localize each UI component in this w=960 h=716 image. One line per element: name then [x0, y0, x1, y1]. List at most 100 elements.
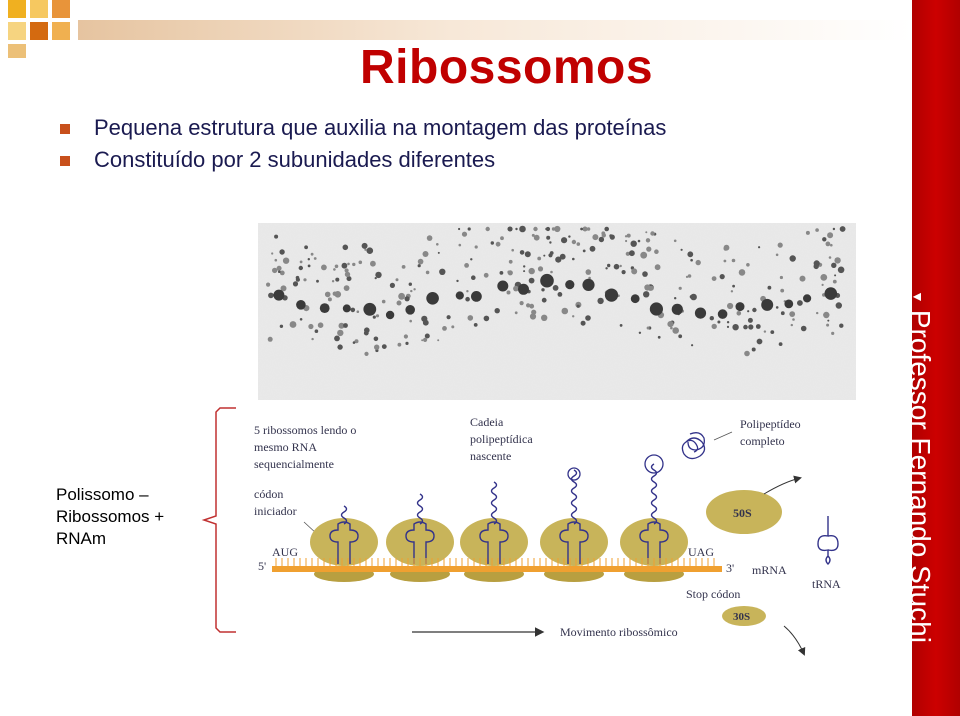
micrograph-ribosome: [497, 280, 509, 292]
micrograph-particle: [466, 290, 469, 293]
micrograph-particle: [555, 256, 562, 263]
micrograph-particle: [625, 251, 630, 256]
figure-bracket: [201, 407, 236, 633]
micrograph-particle: [295, 275, 300, 280]
micrograph-particle: [366, 247, 374, 254]
micrograph-particle: [619, 324, 623, 327]
slide-title: Ribossomos: [360, 41, 654, 94]
micrograph-particle: [311, 337, 314, 341]
micrograph-particle: [361, 242, 368, 249]
micrograph-particle: [333, 268, 336, 271]
micrograph-particle: [519, 225, 526, 233]
micrograph-ribosome: [273, 289, 285, 301]
micrograph-particle: [605, 267, 608, 270]
micrograph-particle: [358, 260, 363, 265]
micrograph-particle: [375, 314, 380, 318]
micrograph-particle: [375, 271, 382, 279]
micrograph-particle: [631, 268, 638, 275]
micrograph-particle: [585, 315, 591, 321]
micrograph-particle: [519, 301, 524, 306]
micrograph-particle: [561, 237, 568, 244]
micrograph-particle: [672, 327, 679, 334]
micrograph-particle: [582, 226, 588, 232]
micrograph-particle: [687, 274, 692, 278]
micrograph-particle: [389, 282, 395, 288]
micrograph-particle: [831, 262, 837, 268]
micrograph-ribosome: [649, 302, 663, 316]
micrograph-ribosome: [342, 304, 351, 313]
micrograph-particle: [425, 270, 430, 275]
micrograph-particle: [834, 257, 841, 264]
micrograph-particle: [546, 235, 551, 240]
micrograph-particle: [711, 276, 717, 281]
micrograph-particle: [507, 270, 511, 274]
micrograph-particle: [601, 231, 606, 236]
micrograph-particle: [499, 271, 504, 275]
micrograph-particle: [398, 292, 405, 300]
micrograph-particle: [826, 323, 830, 327]
micrograph-particle: [471, 275, 476, 280]
micrograph-particle: [820, 274, 828, 281]
micrograph-particle: [549, 251, 554, 255]
micrograph-particle: [730, 290, 734, 293]
micrograph-particle: [779, 275, 784, 280]
micrograph-particle: [526, 303, 531, 308]
micrograph-particle: [442, 326, 447, 331]
micrograph-particle: [545, 226, 551, 232]
micrograph-ribosome: [319, 303, 330, 313]
micrograph-particle: [797, 300, 803, 306]
micrograph-particle: [271, 252, 274, 255]
micrograph-particle: [832, 227, 836, 231]
micrograph-particle: [307, 258, 310, 261]
micrograph-particle: [580, 227, 583, 231]
micrograph-particle: [458, 227, 461, 231]
micrograph-particle: [417, 258, 424, 265]
micrograph-particle: [352, 341, 356, 344]
micrograph-particle: [541, 314, 548, 321]
micrograph-particle: [364, 351, 369, 356]
micrograph-particle: [422, 251, 429, 257]
micrograph-particle: [571, 239, 577, 245]
micrograph-particle: [278, 270, 281, 273]
micrograph-particle: [344, 268, 349, 273]
five-prime-label: 5': [258, 559, 266, 573]
micrograph-particle: [731, 258, 736, 263]
complete-polypeptide-label: Polipeptídeo completo: [740, 417, 804, 448]
micrograph-particle: [775, 306, 779, 309]
micrograph-ribosome: [604, 288, 619, 302]
micrograph-particle: [316, 279, 319, 283]
micrograph-particle: [528, 277, 535, 284]
bullet-item: Pequena estrutura que auxilia na montage…: [60, 112, 666, 144]
side-banner-label: ▼Professor Fernando Stuchi: [905, 290, 936, 643]
bullet-item: Constituído por 2 subunidades diferentes: [60, 144, 666, 176]
micrograph-particle: [381, 344, 387, 349]
micrograph-particle: [640, 251, 648, 259]
micrograph-particle: [274, 234, 279, 239]
micrograph-particle: [747, 317, 753, 323]
micrograph-particle: [839, 323, 844, 328]
micrograph-ribosome: [363, 302, 377, 316]
micrograph-particle: [747, 310, 750, 313]
micrograph-particle: [549, 241, 552, 244]
micrograph-particle: [537, 266, 544, 272]
polypeptide-pointer: [713, 431, 733, 441]
micrograph-ribosome: [385, 310, 395, 320]
micrograph-particle: [458, 243, 462, 247]
micrograph-particle: [597, 297, 604, 305]
polysome-diagram: 5 ribossomos lendo o mesmo RNA sequencia…: [244, 404, 864, 662]
micrograph-particle: [557, 292, 563, 297]
micrograph-ribosome: [824, 287, 838, 300]
micrograph-particle: [494, 308, 500, 314]
micrograph-particle: [506, 290, 511, 295]
micrograph-particle: [695, 259, 701, 266]
micrograph-particle: [344, 271, 351, 278]
polysome-label: Polissomo – Ribossomos + RNAm: [56, 485, 165, 548]
micrograph-particle: [585, 269, 592, 275]
micrograph-particle: [529, 313, 537, 320]
header-bar: [78, 20, 912, 40]
micrograph-particle: [473, 323, 478, 327]
micrograph-particle: [267, 336, 273, 342]
micrograph-particle: [726, 325, 730, 328]
micrograph-particle: [528, 267, 535, 275]
micrograph-particle: [343, 323, 348, 328]
